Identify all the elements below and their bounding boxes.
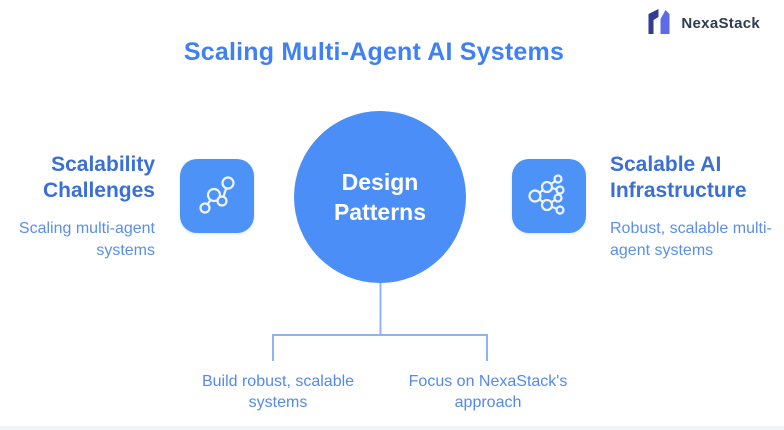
brand-logo: NexaStack — [644, 8, 760, 38]
left-section: Scalability Challenges Scaling multi-age… — [8, 152, 155, 262]
bottom-divider — [0, 426, 784, 430]
left-icon-tile — [180, 159, 254, 233]
center-circle-label: Design Patterns — [333, 169, 427, 225]
center-circle: Design Patterns — [294, 111, 466, 283]
right-section-heading: Scalable AI Infrastructure — [610, 153, 747, 202]
left-section-subtitle: Scaling multi-agent systems — [18, 220, 155, 259]
right-section: Scalable AI Infrastructure Robust, scala… — [610, 152, 784, 262]
bottom-note-nexastack-approach: Focus on NexaStack's approach — [408, 373, 568, 411]
nexastack-logo-icon — [648, 9, 670, 34]
page-title: Scaling Multi-Agent AI Systems — [183, 38, 565, 66]
network-branch-icon — [528, 174, 565, 215]
right-section-subtitle: Robust, scalable multi-agent systems — [610, 220, 772, 259]
line-chart-nodes-icon — [199, 176, 235, 214]
right-icon-tile — [512, 159, 586, 233]
left-section-heading: Scalability Challenges — [42, 153, 155, 202]
brand-name: NexaStack — [681, 14, 760, 32]
bottom-note-build-systems: Build robust, scalable systems — [201, 373, 355, 411]
